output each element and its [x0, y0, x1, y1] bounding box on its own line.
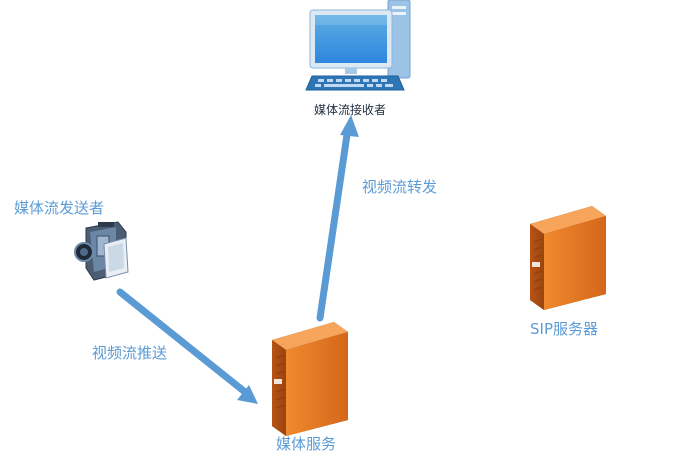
desktop-computer-icon [305, 0, 411, 91]
media-service-label: 媒体服务 [276, 435, 337, 453]
forward-edge-label: 视频流转发 [362, 178, 438, 196]
sender-label: 媒体流发送者 [14, 199, 105, 217]
sip-server-label: SIP服务器 [530, 320, 598, 338]
video-camera-icon [74, 221, 129, 281]
push-edge-label: 视频流推送 [92, 344, 168, 362]
push-arrow [116, 288, 258, 404]
sip-server-icon [530, 206, 606, 310]
forward-arrow [316, 115, 359, 322]
receiver-label: 媒体流接收者 [314, 103, 387, 117]
media-service-server-icon [272, 322, 348, 436]
